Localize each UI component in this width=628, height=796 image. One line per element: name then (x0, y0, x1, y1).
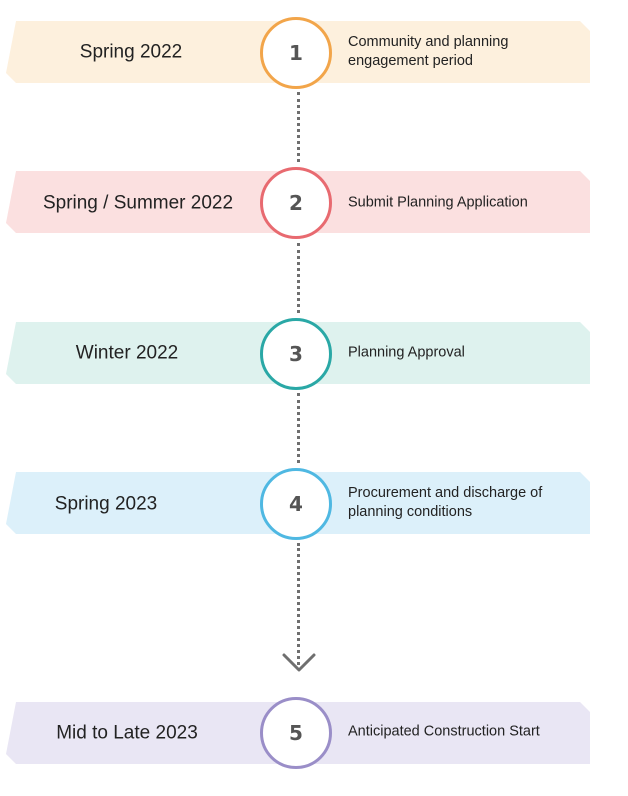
step-phase-5: Mid to Late 2023 (56, 722, 198, 744)
step-description-1: Community and planning engagement period (348, 34, 509, 69)
step-phase-4: Spring 2023 (54, 493, 158, 515)
step-description-3: Planning Approval (348, 344, 465, 361)
step-number-circle-4: 4 (260, 468, 332, 540)
step-number-circle-1: 1 (260, 17, 332, 89)
chevron-down-icon (282, 653, 316, 672)
timeline-connector (297, 393, 300, 463)
timeline-connector (297, 543, 300, 665)
step-number-circle-3: 3 (260, 318, 332, 390)
step-number-circle-2: 2 (260, 167, 332, 239)
step-description-4: Procurement and discharge of planning co… (348, 485, 543, 520)
step-phase-1: Spring 2022 (79, 41, 183, 63)
step-description-5: Anticipated Construction Start (348, 723, 540, 740)
timeline-connector (297, 243, 300, 313)
step-description-2: Submit Planning Application (348, 194, 528, 211)
step-number-circle-5: 5 (260, 697, 332, 769)
step-phase-2: Spring / Summer 2022 (42, 192, 234, 214)
step-phase-3: Winter 2022 (75, 342, 179, 364)
timeline-connector (297, 92, 300, 162)
